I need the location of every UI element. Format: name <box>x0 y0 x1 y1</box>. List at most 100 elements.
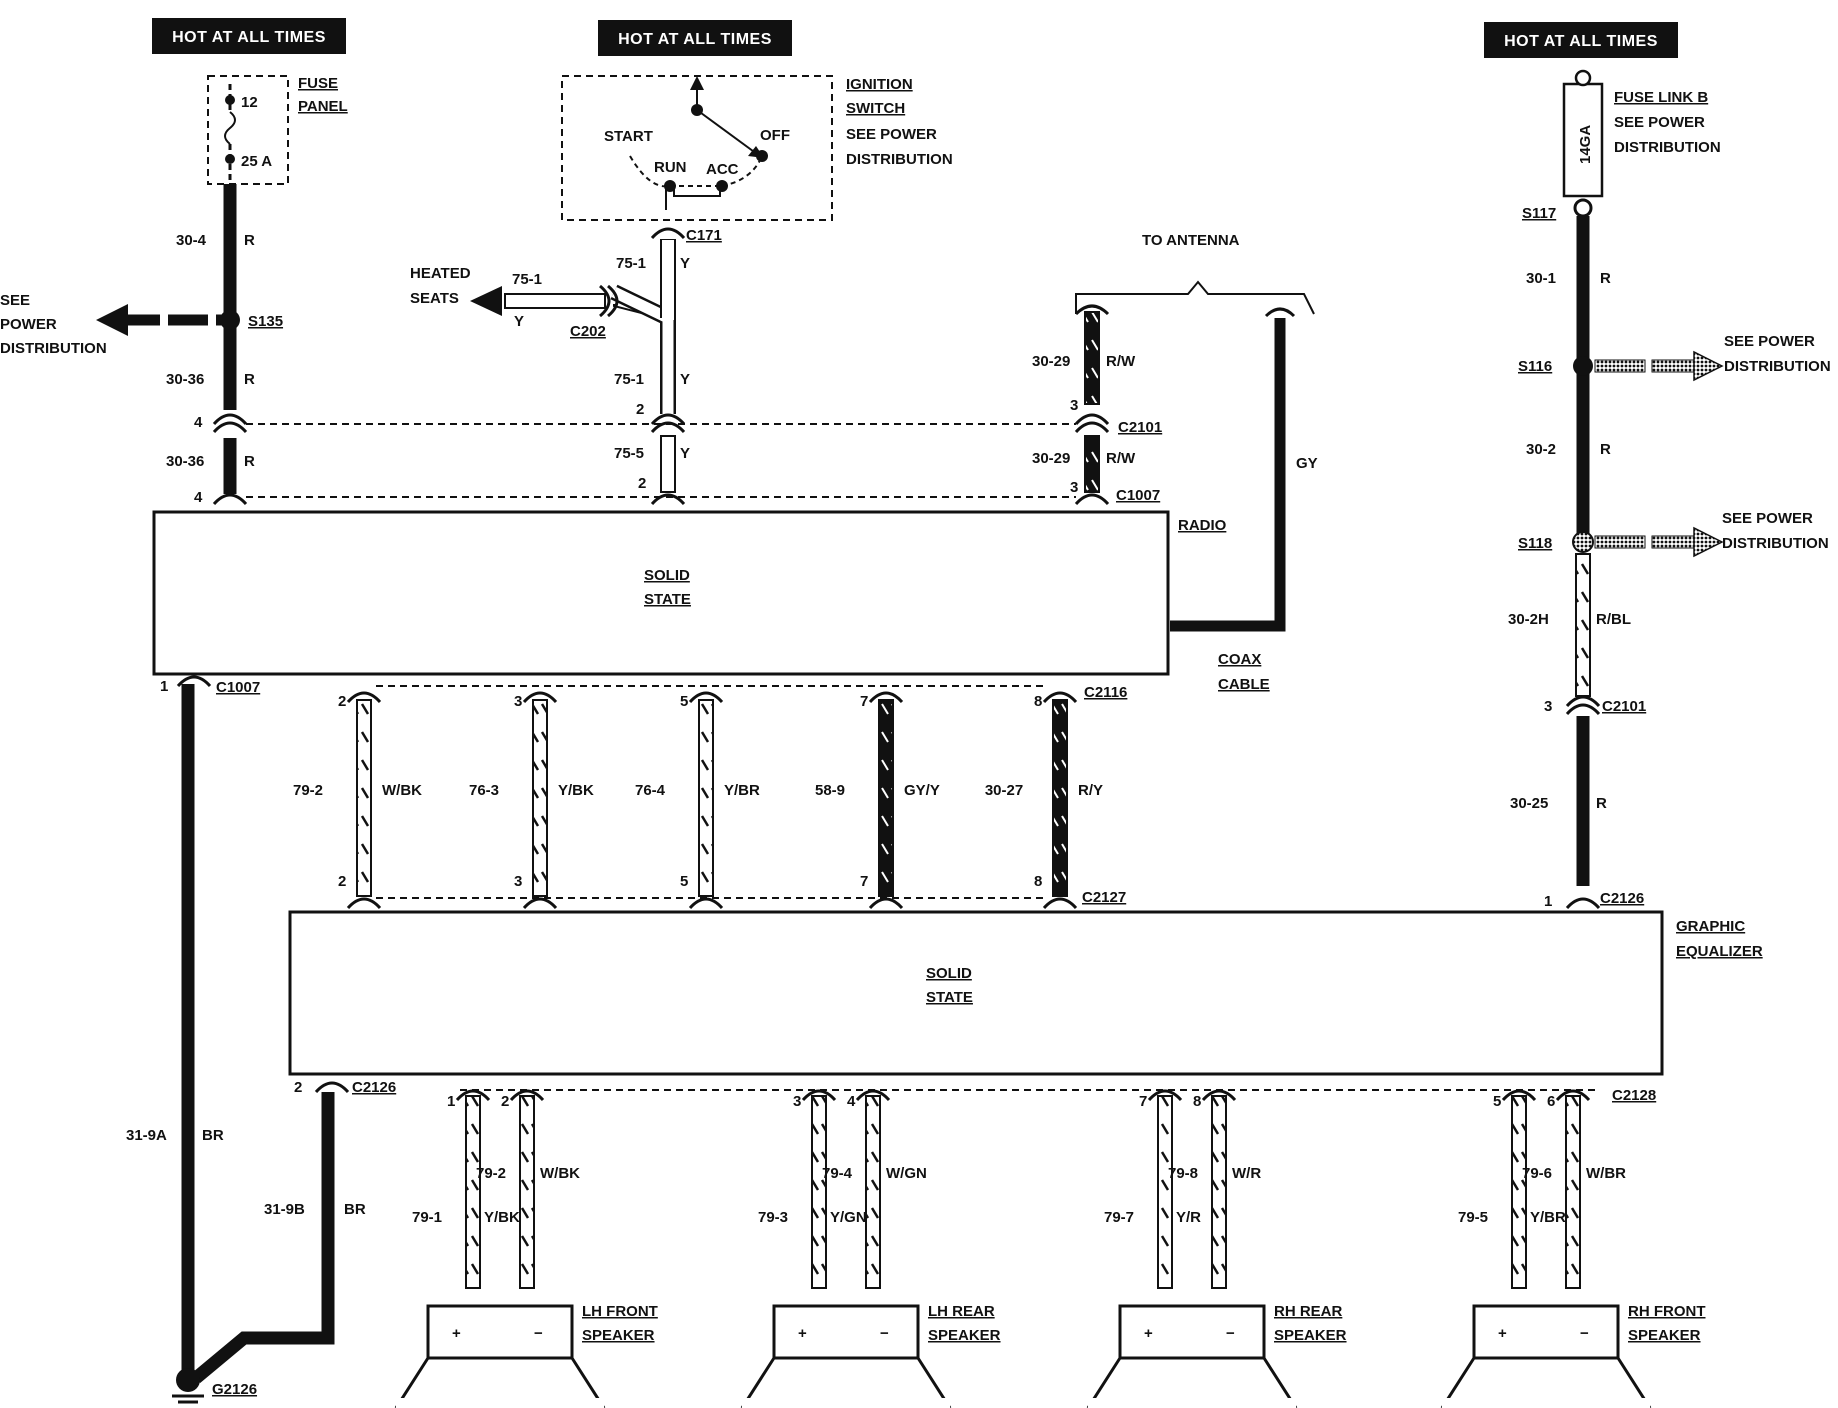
speaker-wire-a-number: 79-7 <box>1104 1209 1134 1226</box>
arrow-left-icon <box>470 286 502 316</box>
wire-pin-top: 7 <box>860 693 868 710</box>
svg-text:BR: BR <box>344 1201 366 1218</box>
plus-terminal: + <box>1144 1325 1153 1342</box>
svg-text:HOT AT ALL TIMES: HOT AT ALL TIMES <box>1504 33 1658 50</box>
left-circuit: 30-4 R S135 SEE POWER DISTRIBUTION 30-36… <box>0 184 283 506</box>
fuse-rating: 25 A <box>241 153 272 170</box>
speaker-label-1: LH REAR <box>928 1303 995 1320</box>
speaker-wire-b-number: 79-2 <box>476 1165 506 1182</box>
fuse-number: 12 <box>241 94 258 111</box>
wire-color: Y/BK <box>558 782 594 799</box>
svg-text:SEE POWER: SEE POWER <box>1614 114 1705 131</box>
svg-text:R: R <box>244 232 255 249</box>
svg-text:4: 4 <box>194 414 203 431</box>
svg-text:2: 2 <box>638 475 646 492</box>
speaker-pin-a: 3 <box>793 1093 801 1110</box>
svg-text:SOLID: SOLID <box>644 567 690 584</box>
wire-number: 76-4 <box>635 782 666 799</box>
svg-text:Y: Y <box>680 445 690 462</box>
speaker-wire-b-number: 79-6 <box>1522 1165 1552 1182</box>
speaker-wire-a-color: Y/BK <box>484 1209 520 1226</box>
speaker-label-1: LH FRONT <box>582 1303 658 1320</box>
antenna-circuit: TO ANTENNA 30-29 R/W 3 C2101 30-29 R/W 3… <box>1032 232 1318 693</box>
svg-text:30-25: 30-25 <box>1510 795 1548 812</box>
svg-text:GY: GY <box>1296 455 1318 472</box>
svg-text:S135: S135 <box>248 313 283 330</box>
svg-text:DISTRIBUTION: DISTRIBUTION <box>1724 358 1831 375</box>
svg-text:2: 2 <box>294 1079 302 1096</box>
svg-text:30-4: 30-4 <box>176 232 207 249</box>
svg-text:C2127: C2127 <box>1082 889 1126 906</box>
wire-pin-bottom: 7 <box>860 873 868 890</box>
minus-terminal: − <box>880 1325 889 1342</box>
svg-text:R: R <box>1600 441 1611 458</box>
svg-text:BR: BR <box>202 1127 224 1144</box>
wire-pin-top: 2 <box>338 693 346 710</box>
minus-terminal: − <box>1226 1325 1235 1342</box>
svg-text:75-5: 75-5 <box>614 445 644 462</box>
wire-pin-bottom: 3 <box>514 873 522 890</box>
plus-terminal: + <box>1498 1325 1507 1342</box>
svg-text:30-29: 30-29 <box>1032 353 1070 370</box>
svg-text:31-9A: 31-9A <box>126 1127 167 1144</box>
svg-text:GRAPHIC: GRAPHIC <box>1676 918 1745 935</box>
fuse-panel: 12 25 A FUSE PANEL <box>207 75 348 185</box>
svg-text:DISTRIBUTION: DISTRIBUTION <box>846 151 953 168</box>
speaker-pin-b: 4 <box>847 1093 856 1110</box>
svg-text:SEATS: SEATS <box>410 290 459 307</box>
svg-text:C202: C202 <box>570 323 606 340</box>
svg-text:30-36: 30-36 <box>166 453 204 470</box>
speaker-wire-a-color: Y/R <box>1176 1209 1201 1226</box>
svg-text:DISTRIBUTION: DISTRIBUTION <box>0 340 107 357</box>
hot-label-left: HOT AT ALL TIMES <box>152 18 346 54</box>
svg-text:Y: Y <box>514 313 524 330</box>
svg-text:S118: S118 <box>1518 535 1552 552</box>
svg-text:OFF: OFF <box>760 127 790 144</box>
svg-text:4: 4 <box>194 489 203 506</box>
svg-text:R: R <box>244 371 255 388</box>
plus-terminal: + <box>452 1325 461 1342</box>
fuse-panel-title-2: PANEL <box>298 98 348 115</box>
svg-text:31-9B: 31-9B <box>264 1201 305 1218</box>
radio: RADIO SOLID STATE 1 C1007 <box>152 510 1227 696</box>
svg-text:C171: C171 <box>686 227 722 244</box>
svg-text:HOT AT ALL TIMES: HOT AT ALL TIMES <box>618 31 772 48</box>
svg-text:HEATED: HEATED <box>410 265 471 282</box>
speaker-pin-b: 6 <box>1547 1093 1555 1110</box>
svg-text:SEE POWER: SEE POWER <box>846 126 937 143</box>
svg-text:C2101: C2101 <box>1118 419 1162 436</box>
wire-color: GY/Y <box>904 782 940 799</box>
speaker-wire-b-color: W/BR <box>1586 1165 1626 1182</box>
svg-text:S116: S116 <box>1518 358 1552 375</box>
svg-text:C2101: C2101 <box>1602 698 1646 715</box>
wire-pin-bottom: 2 <box>338 873 346 890</box>
wire-pin-bottom: 5 <box>680 873 688 890</box>
speaker-pin-a: 5 <box>1493 1093 1501 1110</box>
speaker-wire-b-color: W/BK <box>540 1165 580 1182</box>
minus-terminal: − <box>1580 1325 1589 1342</box>
svg-text:R: R <box>1596 795 1607 812</box>
speaker-wire-b-color: W/GN <box>886 1165 927 1182</box>
svg-text:R: R <box>244 453 255 470</box>
wire-color: Y/BR <box>724 782 760 799</box>
svg-text:POWER: POWER <box>0 316 57 333</box>
speaker-wire-a-color: Y/BR <box>1530 1209 1566 1226</box>
speaker-wire-a-color: Y/GN <box>830 1209 867 1226</box>
svg-text:STATE: STATE <box>644 591 691 608</box>
wire-pin-bottom: 8 <box>1034 873 1042 890</box>
plus-terminal: + <box>798 1325 807 1342</box>
svg-text:IGNITION: IGNITION <box>846 76 913 93</box>
speaker-label-2: SPEAKER <box>1274 1327 1347 1344</box>
right-circuit: 14GA FUSE LINK B SEE POWER DISTRIBUTION … <box>1508 69 1831 910</box>
svg-text:DISTRIBUTION: DISTRIBUTION <box>1614 139 1721 156</box>
wire-number: 76-3 <box>469 782 499 799</box>
svg-text:1: 1 <box>160 678 168 695</box>
hot-label-middle: HOT AT ALL TIMES <box>598 20 792 56</box>
speaker-label-2: SPEAKER <box>1628 1327 1701 1344</box>
